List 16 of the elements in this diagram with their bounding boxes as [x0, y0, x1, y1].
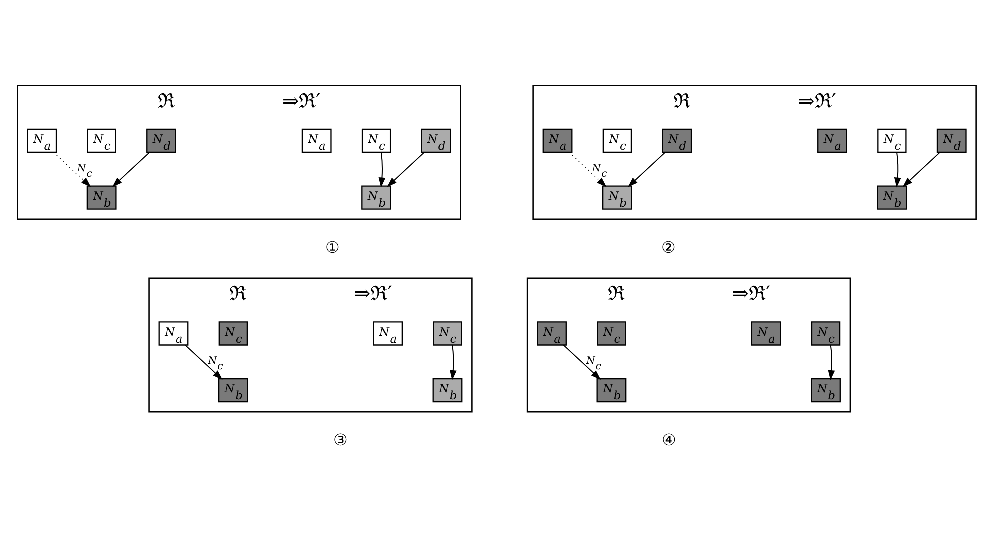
arrow [387, 152, 425, 188]
arrow [894, 152, 902, 188]
arrow [450, 345, 457, 380]
arrow [569, 152, 607, 188]
node-label: ③ [333, 430, 348, 450]
node-label: ④ [662, 430, 676, 450]
arrow [902, 152, 940, 188]
arrow [185, 345, 223, 380]
arrow [378, 152, 386, 188]
arrow [628, 152, 666, 188]
arrow [112, 152, 150, 188]
arrow [54, 152, 92, 188]
node-label: ① [325, 238, 340, 257]
arrow [563, 345, 602, 380]
node-label: ② [661, 238, 676, 257]
arrow [828, 345, 836, 380]
